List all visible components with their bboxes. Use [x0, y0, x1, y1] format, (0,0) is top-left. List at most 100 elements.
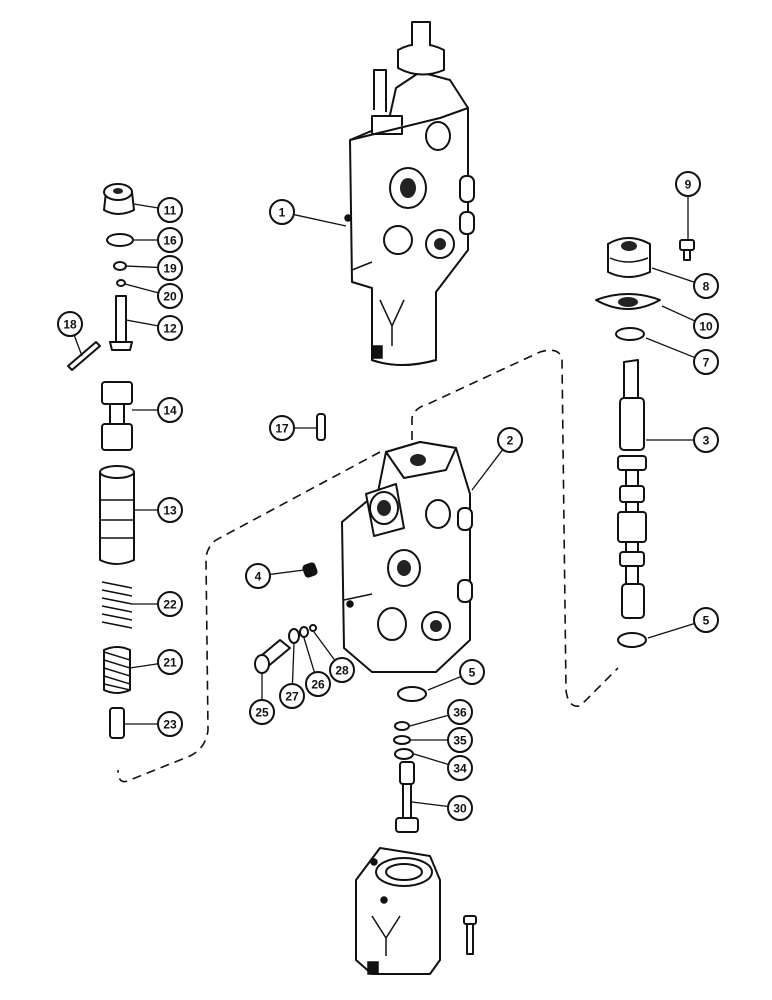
callout-circle [447, 727, 473, 753]
callout-36: 36 [409, 699, 473, 727]
callout-30: 30 [411, 795, 473, 821]
callout-21: 21 [129, 649, 183, 675]
callout-number: 13 [163, 504, 177, 518]
callout-number: 5 [703, 614, 710, 628]
callout-number: 3 [703, 434, 710, 448]
callout-number: 26 [311, 678, 325, 692]
callout-number: 7 [703, 356, 710, 370]
callout-3: 3 [646, 427, 719, 453]
callout-circle [497, 427, 523, 453]
callout-number: 2 [507, 434, 514, 448]
leader-line [647, 622, 695, 639]
bottom-parts [355, 632, 647, 975]
callout-circle [157, 497, 183, 523]
leader-line [133, 203, 159, 209]
callout-number: 4 [255, 570, 262, 584]
callout-number: 23 [163, 718, 177, 732]
callout-circle [157, 397, 183, 423]
callout-28: 28 [313, 631, 355, 683]
leader-line [313, 631, 336, 661]
leader-line [661, 305, 696, 322]
callout-34: 34 [413, 753, 473, 781]
leader-line [471, 449, 504, 491]
callout-number: 5 [469, 666, 476, 680]
callout-circle [157, 227, 183, 253]
callout-12: 12 [125, 315, 183, 341]
callout-circle [693, 427, 719, 453]
leader-line [293, 213, 347, 227]
callout-number: 34 [453, 762, 467, 776]
callout-circle [249, 699, 275, 725]
callout-circle [675, 171, 701, 197]
callout-26: 26 [303, 637, 331, 697]
callout-13: 13 [134, 497, 183, 523]
callout-number: 35 [453, 734, 467, 748]
callout-16: 16 [134, 227, 183, 253]
callout-27: 27 [279, 643, 305, 709]
callout-circle [269, 199, 295, 225]
callout-4: 4 [245, 563, 305, 589]
callout-circle [157, 283, 183, 309]
callout-number: 36 [453, 706, 467, 720]
callout-number: 17 [275, 422, 289, 436]
callout-14: 14 [132, 397, 183, 423]
callout-circle [693, 349, 719, 375]
callout-22: 22 [132, 591, 183, 617]
callout-circle [157, 197, 183, 223]
callout-number: 21 [163, 656, 177, 670]
callout-number: 9 [685, 178, 692, 192]
callout-18: 18 [57, 311, 83, 357]
callout-number: 22 [163, 598, 177, 612]
callout-circle [245, 563, 271, 589]
callout-circle [157, 649, 183, 675]
small-parts-middle [254, 413, 326, 674]
callout-20: 20 [124, 283, 183, 309]
leader-line [411, 801, 449, 808]
callout-circle [693, 313, 719, 339]
leader-line [303, 637, 316, 673]
leader-line [269, 569, 305, 576]
callout-1: 1 [269, 199, 347, 227]
callout-circle [157, 315, 183, 341]
callout-number: 19 [163, 262, 177, 276]
callout-circle [157, 255, 183, 281]
callout-5: 5 [647, 607, 719, 639]
callout-5: 5 [427, 659, 485, 691]
leader-line [645, 337, 696, 359]
callout-number: 1 [279, 206, 286, 220]
callout-19: 19 [125, 255, 183, 281]
callout-circle [447, 755, 473, 781]
callout-23: 23 [124, 711, 183, 737]
callout-circle [447, 699, 473, 725]
callout-35: 35 [410, 727, 473, 753]
callout-circle [459, 659, 485, 685]
callout-number: 11 [164, 204, 177, 218]
leader-line [409, 714, 449, 727]
callout-number: 27 [285, 690, 299, 704]
callout-circle [329, 657, 355, 683]
callout-circle [693, 273, 719, 299]
callout-circle [447, 795, 473, 821]
valve-section-middle [341, 441, 473, 673]
callout-number: 8 [703, 280, 710, 294]
callout-17: 17 [269, 415, 316, 441]
callout-circle [157, 591, 183, 617]
valve-section-top [344, 21, 475, 366]
callout-9: 9 [675, 171, 701, 240]
spool-assembly [617, 359, 647, 619]
callout-2: 2 [471, 427, 523, 491]
leader-line [413, 753, 449, 766]
assembly-path-lines [117, 349, 619, 783]
leader-line [291, 643, 295, 685]
leader-line [125, 319, 159, 327]
leader-line [129, 663, 159, 669]
callout-number: 25 [255, 706, 269, 720]
callout-number: 28 [335, 664, 349, 678]
callout-8: 8 [651, 267, 719, 299]
callout-number: 14 [163, 404, 177, 418]
left-valve-parts [67, 183, 135, 739]
leader-line [125, 265, 159, 269]
callout-circle [269, 415, 295, 441]
